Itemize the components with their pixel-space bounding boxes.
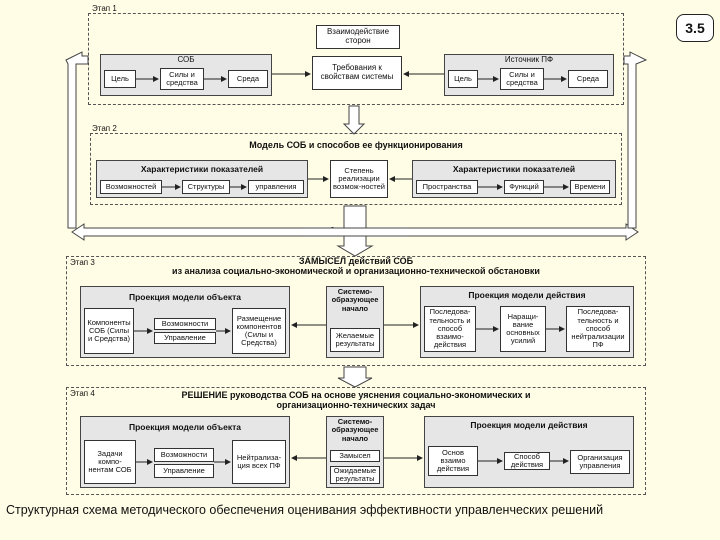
s3-management-box: Управление	[154, 332, 216, 344]
stage-4-title: РЕШЕНИЕ руководства СОБ на основе уяснен…	[181, 390, 531, 411]
s4-management-organization-box: Организация управления	[570, 450, 630, 474]
s3-capabilities-box: Возможности	[154, 318, 216, 330]
s4-object-projection-title: Проекция модели объекта	[128, 422, 241, 432]
capabilities-box: Возможностей	[100, 180, 162, 194]
interaction-box: Взаимодействие сторон	[316, 25, 400, 49]
right-indicators-title: Характеристики показателей	[452, 164, 576, 174]
threat-forces-box: Силы и средства	[500, 68, 544, 90]
figure-caption: Структурная схема методического обеспече…	[6, 503, 604, 517]
block-arrow-stage3-to-stage4	[337, 366, 373, 388]
feedback-left-rail	[65, 51, 89, 229]
requirements-box: Требования к свойствам системы	[312, 56, 402, 90]
s4-system-forming-title: Системо-образующее начало	[331, 417, 379, 443]
s4-neutralization-box: Нейтрализа-ция всех ПФ	[232, 440, 286, 484]
feedback-right-rail	[623, 51, 648, 229]
structure-box: Структуры	[182, 180, 230, 194]
left-indicators-title: Характеристики показателей	[140, 164, 264, 174]
s3-placement-box: Размещение компонентов (Силы и Средства)	[232, 308, 286, 354]
management-box: управления	[248, 180, 304, 194]
s3-neutralization-box: Последова-тельность и способ нейтрализац…	[566, 306, 630, 352]
s3-object-projection-title: Проекция модели объекта	[128, 292, 241, 302]
s4-management-box: Управление	[154, 464, 214, 478]
stage-2-label: Этап 2	[92, 124, 117, 133]
threat-environment-box: Среда	[568, 70, 608, 88]
space-box: Пространства	[416, 180, 478, 194]
s4-interaction-basis-box: Основ взаимо действия	[428, 446, 478, 476]
stage-4-label: Этап 4	[70, 389, 95, 398]
stage-2-title: Модель СОБ и способов ее функционировани…	[249, 140, 463, 150]
s4-expected-results-box: Ожидаемые результаты	[330, 466, 380, 484]
s4-component-tasks-box: Задачи компо-нентам СОБ	[84, 440, 136, 484]
s3-effort-buildup-box: Наращи-вание основных усилий	[500, 306, 546, 352]
stage-3-title: ЗАМЫСЕЛ действий СОБ из анализа социальн…	[172, 256, 540, 277]
s4-concept-box: Замысел	[330, 450, 380, 462]
feedback-label: Обратная связь	[300, 226, 410, 237]
functions-box: Функций	[504, 180, 544, 194]
s4-action-method-box: Способ действия	[504, 452, 550, 470]
s3-sob-components-box: Компоненты СОБ (Силы и Средства)	[84, 308, 134, 354]
time-box: Времени	[570, 180, 610, 194]
s3-system-forming-title: Системо-образующее начало	[331, 287, 379, 313]
s4-capabilities-box: Возможности	[154, 448, 214, 462]
sob-goal-box: Цель	[104, 70, 136, 88]
block-arrow-stage1-to-stage2	[342, 105, 366, 135]
stage-3-label: Этап 3	[70, 258, 95, 267]
figure-number-badge: 3.5	[676, 14, 714, 42]
stage-1-label: Этап 1	[92, 4, 117, 13]
s3-desired-results-box: Желаемые результаты	[330, 328, 380, 352]
sob-forces-box: Силы и средства	[160, 68, 204, 90]
capability-realization-box: Степень реализации возмож-ностей	[330, 160, 388, 198]
s4-action-projection-title: Проекция модели действия	[470, 420, 588, 430]
s3-action-projection-title: Проекция модели действия	[468, 290, 586, 300]
s3-interaction-sequence-box: Последова-тельность и способ взаимо-дейс…	[424, 306, 476, 352]
threat-source-group-title: Источник ПФ	[504, 55, 554, 64]
sob-group-title: СОБ	[177, 55, 195, 64]
threat-goal-box: Цель	[448, 70, 478, 88]
sob-environment-box: Среда	[228, 70, 268, 88]
